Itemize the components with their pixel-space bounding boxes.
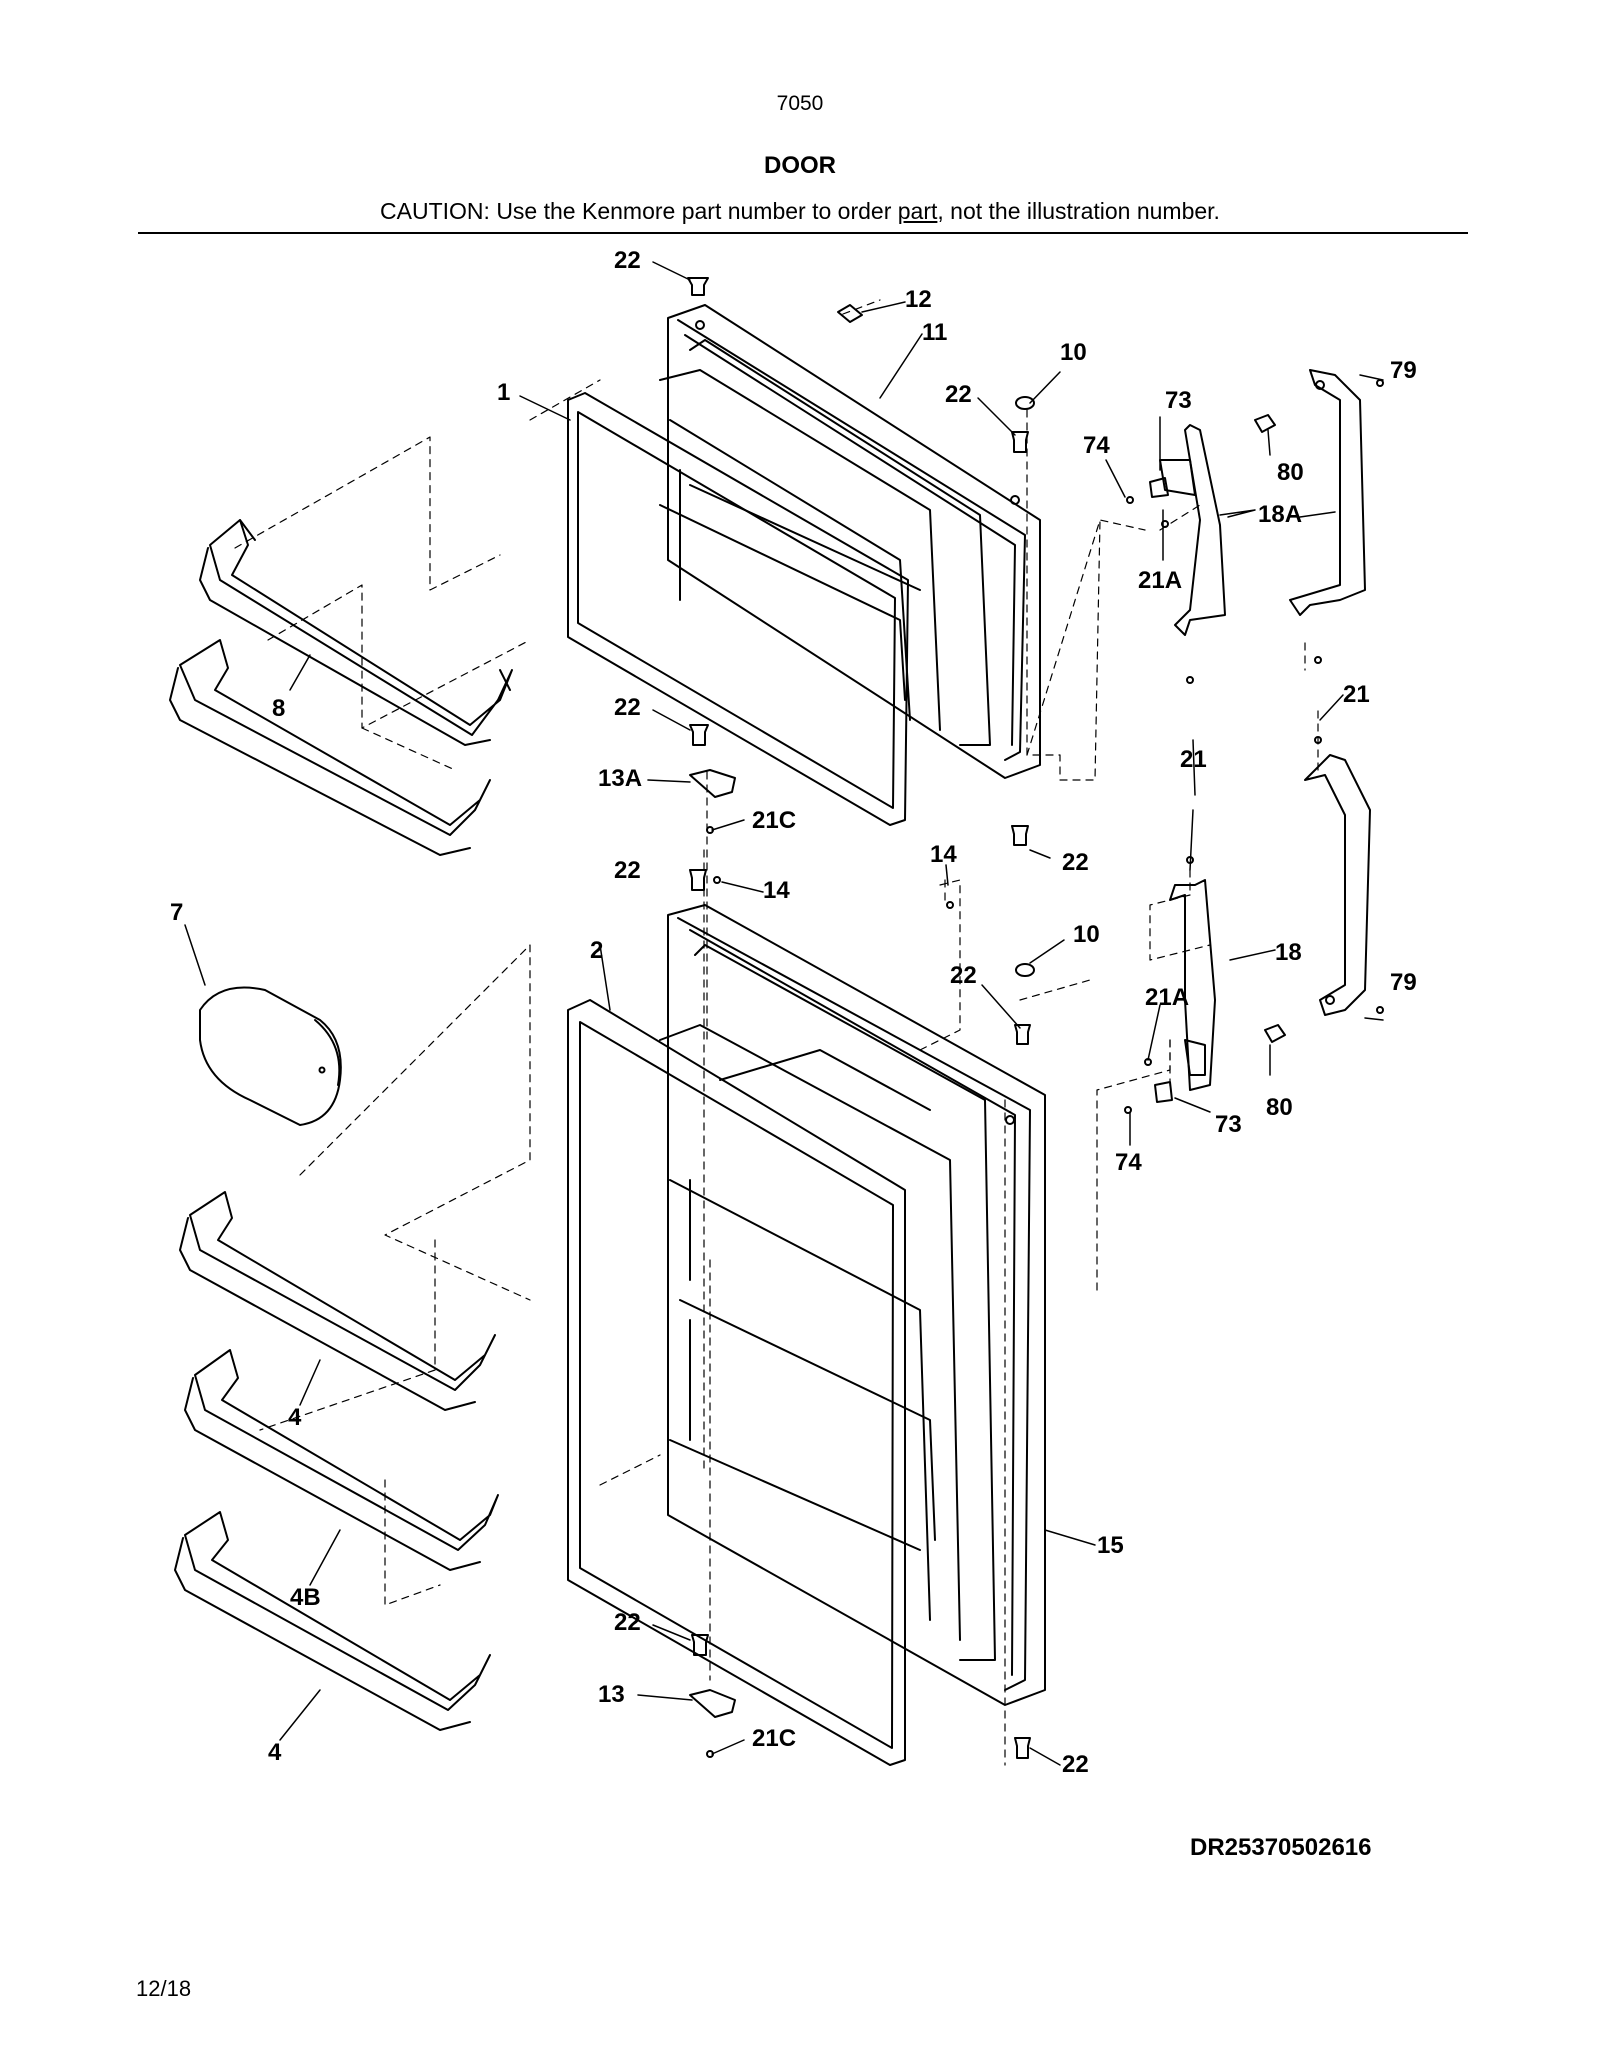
handle-18A-rear [1289,369,1366,616]
callout-2: 2 [590,937,603,964]
fresh-food-door-flange [677,917,1031,1691]
door-shelf-bar-4B [184,1349,499,1571]
screw-22 [1011,825,1029,846]
butter-compartment-cover [199,986,342,1126]
door-shelf-bar-upper [199,519,513,746]
screw-22 [689,724,709,746]
freezer-door-assembly [659,304,1041,779]
screw-22 [689,869,707,891]
hinge-13 [689,1689,736,1718]
freezer-gasket [567,392,909,826]
door-shelf-bar-4-upper [179,1191,496,1411]
caution-note: CAUTION: Use the Kenmore part number to … [0,198,1600,225]
assembly-guide-lines [234,299,1319,1766]
callout-labels: 22 12 11 10 22 73 74 79 80 18A 21A 1 8 2… [170,247,1417,1778]
callout-13: 13 [598,1681,625,1708]
callout-7: 7 [170,899,183,926]
door-shelf-bar-8 [169,639,491,856]
callout-73: 73 [1165,387,1192,414]
callout-21A: 21A [1138,567,1182,594]
handle-18A-front [1159,424,1226,636]
callout-22: 22 [1062,1751,1089,1778]
freezer-door-liner [689,339,991,746]
door-shelf-bar-4-lower [174,1511,491,1731]
fresh-food-gasket [567,999,906,1766]
hole-plug-10 [1015,396,1035,410]
callout-21: 21 [1180,746,1207,773]
callout-22: 22 [614,857,641,884]
callout-14: 14 [930,841,957,868]
callout-14: 14 [763,877,790,904]
callout-79: 79 [1390,357,1417,384]
handle-18-rear [1304,754,1371,1016]
callout-4: 4 [268,1739,282,1766]
screw-22 [1014,1024,1031,1045]
header-rule [138,232,1468,234]
callout-4: 4 [288,1404,302,1431]
callout-12: 12 [905,286,932,313]
callout-4B: 4B [290,1584,321,1611]
handle-18-front [1169,879,1216,1091]
model-code: 7050 [776,92,824,115]
callout-10: 10 [1060,339,1087,366]
callout-1: 1 [497,379,510,406]
freezer-door-outer [667,304,1041,779]
hole-plug-10 [1015,963,1035,977]
callout-leaders [184,261,1384,1766]
fresh-food-door-liner [694,944,996,1661]
page-title: DOOR [764,152,836,179]
drawing-number: DR25370502616 [1190,1834,1372,1861]
freezer-door-flange [677,319,1026,761]
hardware-parts [687,277,1384,1759]
callout-21C: 21C [752,807,796,834]
callout-79: 79 [1390,969,1417,996]
fresh-food-door-assembly [659,904,1046,1706]
screw-22 [1014,1737,1031,1759]
callout-21: 21 [1343,681,1370,708]
screw-22 [691,1634,709,1656]
callout-74: 74 [1083,432,1110,459]
callout-21A: 21A [1145,984,1189,1011]
callout-10: 10 [1073,921,1100,948]
fresh-food-door-outer [667,904,1046,1706]
callout-18A: 18A [1258,501,1302,528]
screw-hole [1005,1115,1015,1125]
callout-74: 74 [1115,1149,1142,1176]
callout-22: 22 [1062,849,1089,876]
callout-80: 80 [1266,1094,1293,1121]
caution-text: CAUTION: Use the Kenmore part number to … [380,198,898,224]
callout-8: 8 [272,695,285,722]
hinge-13A [689,769,736,798]
caution-text-end: , not the illustration number. [937,198,1220,224]
callout-21C: 21C [752,1725,796,1752]
callout-22: 22 [614,1609,641,1636]
callout-15: 15 [1097,1532,1124,1559]
screw-22 [687,277,709,296]
callout-73: 73 [1215,1111,1242,1138]
callout-11: 11 [922,319,947,346]
label-12 [837,304,863,323]
callout-22: 22 [950,962,977,989]
callout-18: 18 [1275,939,1302,966]
screw-hole [1010,495,1020,505]
callout-22: 22 [614,694,641,721]
revision-date: 12/18 [136,1976,192,2001]
caution-underlined-word: part [897,198,938,224]
screw-hole [695,320,705,330]
callout-22: 22 [614,247,641,274]
callout-80: 80 [1277,459,1304,486]
callout-22: 22 [945,381,972,408]
screw-22 [1011,431,1029,453]
callout-13A: 13A [598,765,642,792]
